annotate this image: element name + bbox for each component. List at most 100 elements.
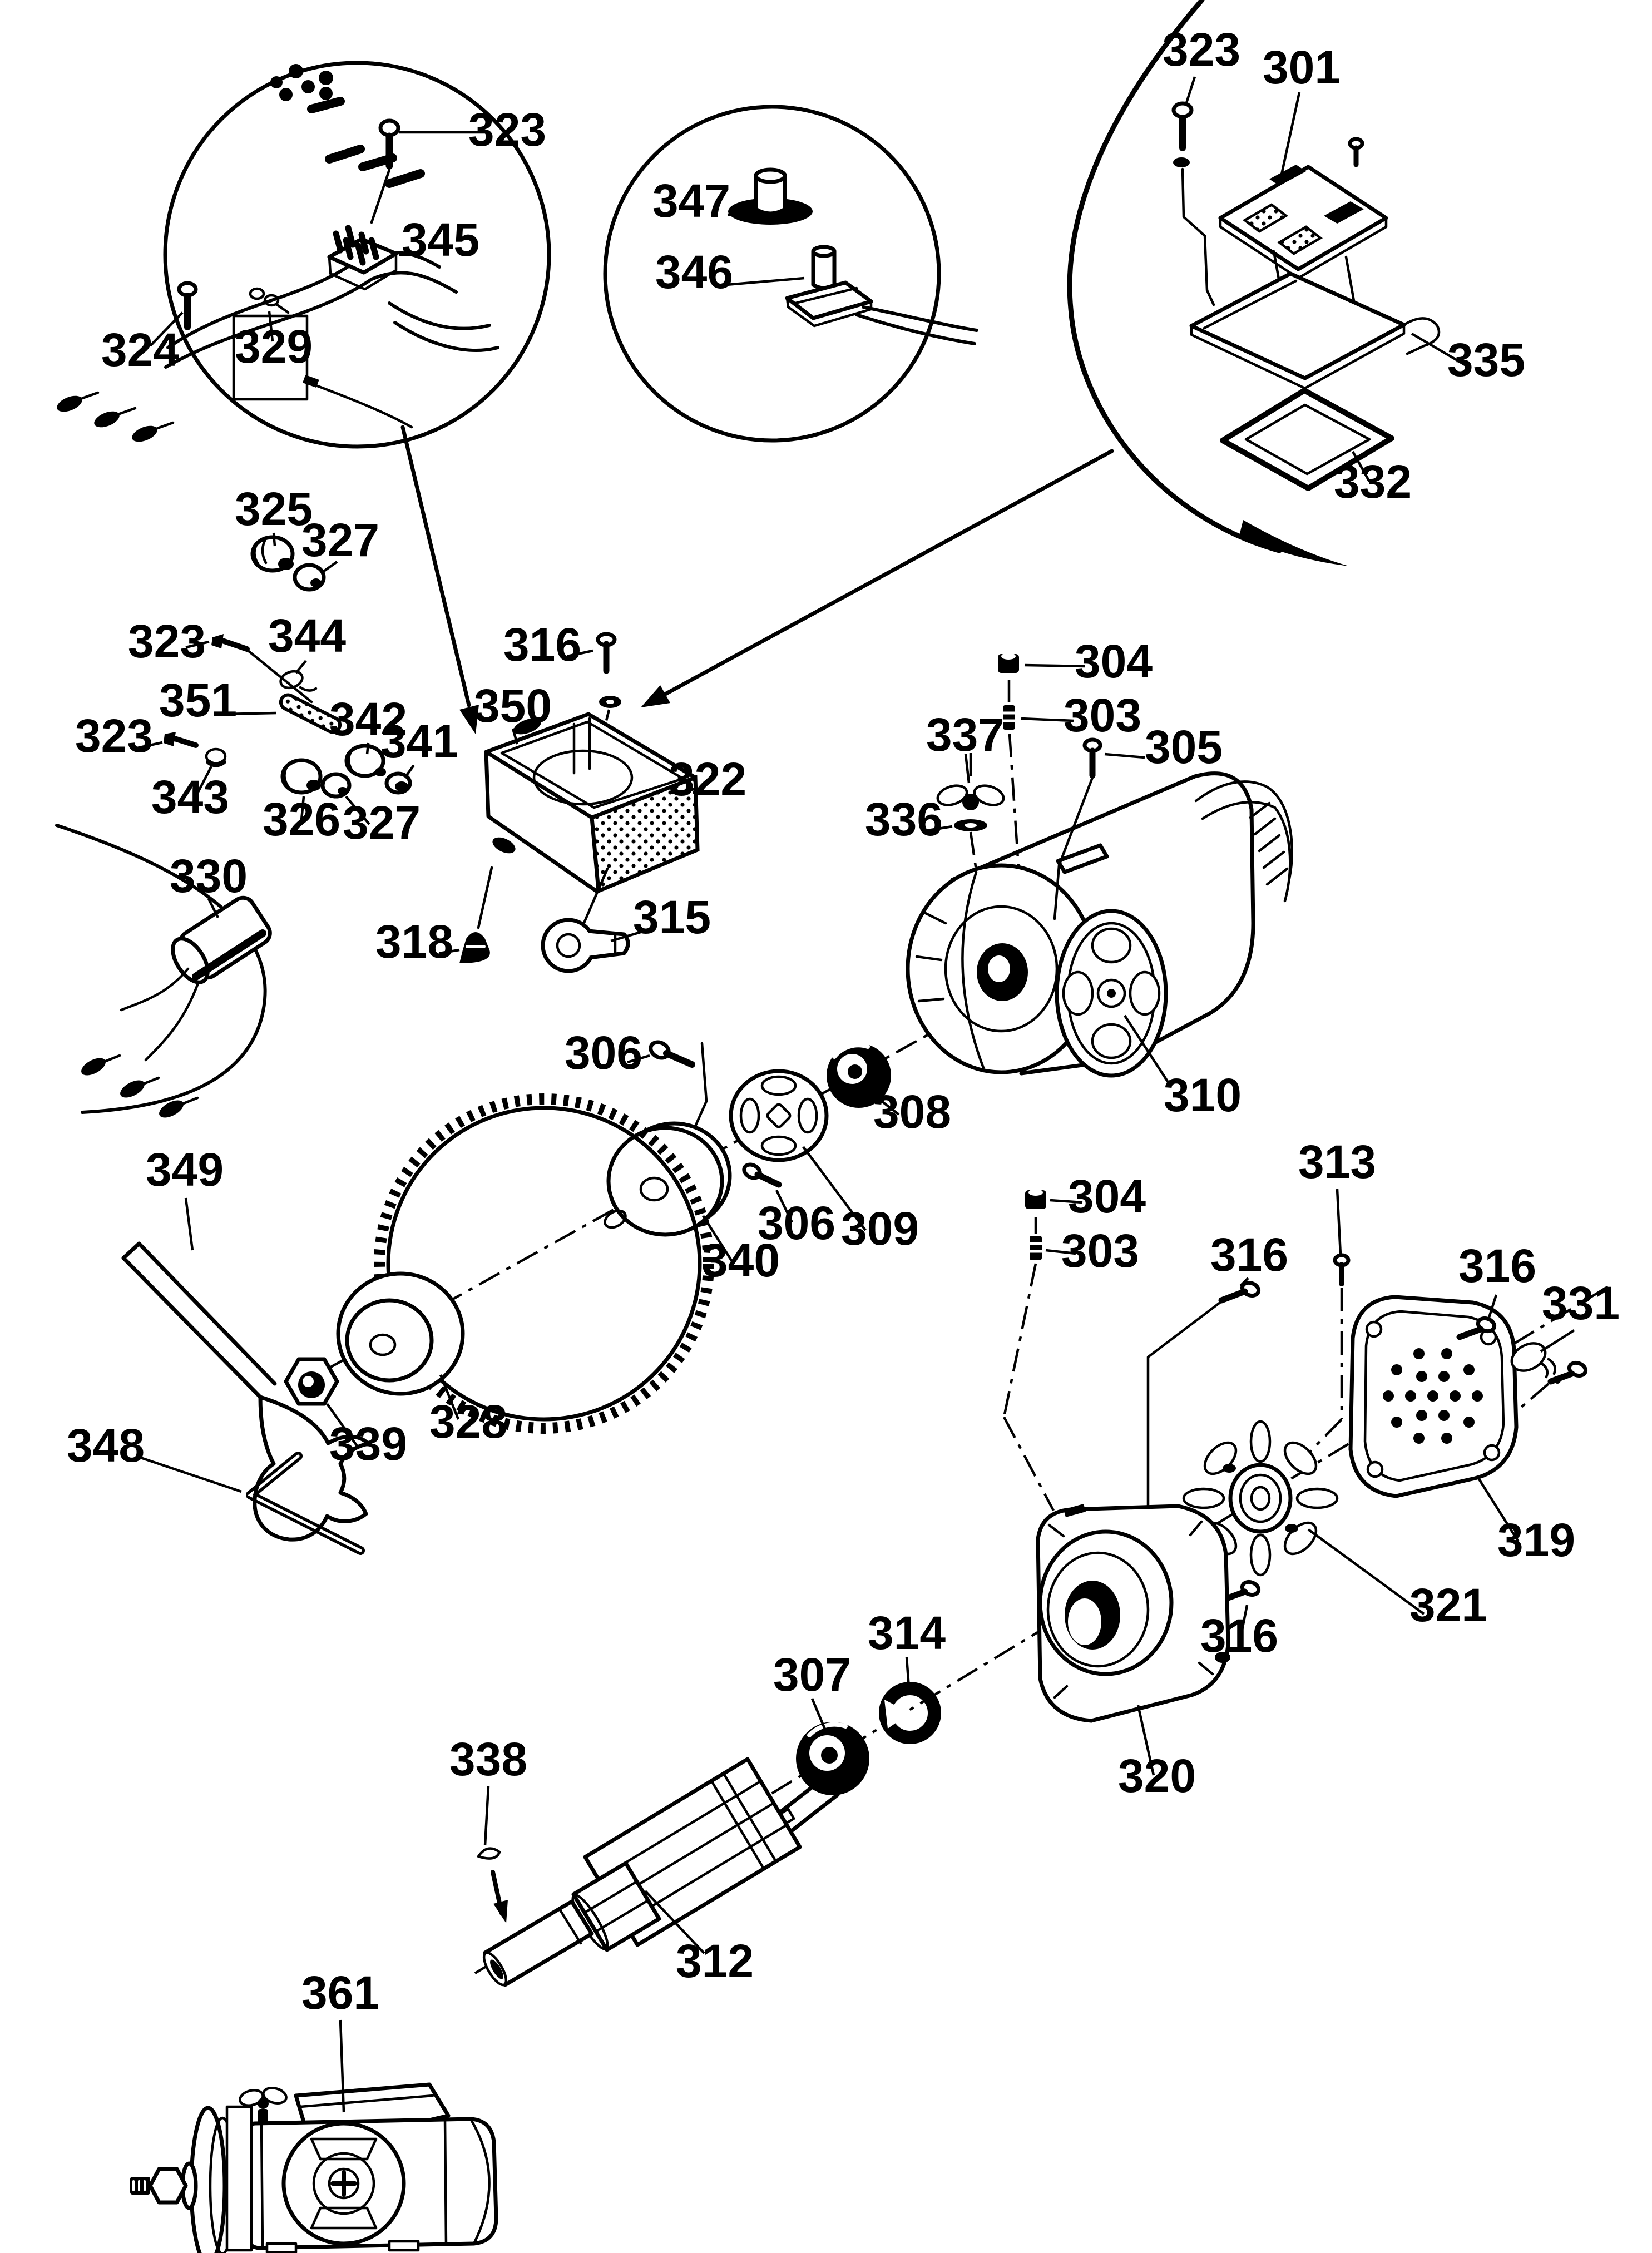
lamp-331 [1510, 1342, 1561, 1384]
arrowhead-right [641, 685, 670, 707]
callout-labels: 323 345 324 329 347 346 323 301 335 332 … [67, 23, 1620, 2019]
callout-345: 345 [402, 214, 479, 266]
wire-spade-terminals [57, 391, 175, 442]
screw-313 [1333, 1253, 1351, 1286]
callout-335: 335 [1447, 334, 1525, 386]
switch-346 [785, 245, 978, 345]
callout-316-b: 316 [1210, 1229, 1288, 1281]
callout-332: 332 [1334, 455, 1412, 508]
hex-key-348 [246, 1452, 365, 1555]
callout-336: 336 [865, 793, 943, 845]
screw-323-a [370, 118, 400, 224]
callout-349: 349 [146, 1143, 224, 1196]
bearing-307 [796, 1722, 869, 1795]
callout-340: 340 [702, 1234, 780, 1286]
callout-347: 347 [652, 175, 730, 227]
detail-circle-electronics [1067, 0, 1441, 566]
end-cap-319 [1348, 1295, 1519, 1498]
screw-323-c [211, 634, 313, 704]
callout-327-b: 327 [343, 796, 421, 849]
callout-323-a: 323 [468, 103, 546, 156]
callout-306-b: 306 [758, 1197, 835, 1249]
callout-338: 338 [449, 1733, 527, 1785]
callout-328: 328 [429, 1395, 507, 1448]
callout-329: 329 [235, 320, 313, 373]
bearing-308 [827, 1043, 891, 1108]
outer-flange-328 [336, 1271, 465, 1396]
leader-lines [134, 76, 1575, 2113]
callout-303-b: 303 [1061, 1225, 1139, 1277]
retaining-ring-314 [879, 1682, 941, 1744]
detail-circle-terminal-block [57, 61, 551, 449]
field-housing-group [1025, 1189, 1588, 1723]
brush-303-b [1028, 1236, 1043, 1260]
arrowhead-left [459, 705, 479, 734]
callout-308: 308 [873, 1086, 951, 1138]
brush-303-a [1001, 705, 1017, 730]
screw-323-b [1171, 101, 1215, 306]
screw-306-a [649, 1040, 708, 1133]
gasket-332 [1220, 388, 1394, 491]
screw-306-b [742, 1162, 782, 1188]
callout-348: 348 [67, 1419, 145, 1472]
wing-nut-337 [936, 753, 1005, 875]
motor-wires [1194, 780, 1293, 903]
detail-zoom-arrows [400, 425, 1114, 734]
washer-336 [954, 819, 987, 831]
callout-321: 321 [1409, 1579, 1487, 1631]
callout-351: 351 [159, 674, 237, 726]
nut-304-a [998, 653, 1019, 673]
screw-324 [177, 281, 198, 330]
callout-320: 320 [1118, 1750, 1196, 1802]
clamp-315 [541, 918, 630, 973]
callout-304-b: 304 [1068, 1170, 1146, 1222]
callout-343: 343 [151, 771, 229, 823]
blade-drive-group [121, 1040, 891, 1555]
callout-323-d: 323 [75, 710, 153, 762]
callout-330: 330 [170, 850, 248, 902]
callout-313: 313 [1298, 1136, 1376, 1188]
wrench-349 [121, 1241, 370, 1542]
callout-342: 342 [329, 693, 407, 745]
fastener-cluster [164, 535, 412, 799]
callout-309: 309 [841, 1202, 919, 1255]
callout-323-c: 323 [128, 615, 206, 667]
motor-assembly-361 [130, 2082, 498, 2253]
screw-316-b [1218, 1280, 1261, 1304]
screw-305 [1053, 737, 1102, 920]
cap-343 [205, 747, 227, 767]
wing-nut-on-361 [239, 2087, 288, 2125]
capacitor-group [55, 824, 272, 1118]
callout-350: 350 [474, 680, 552, 732]
terminal-block-345 [327, 225, 398, 291]
rear-fan-cover [1055, 909, 1168, 1078]
clip-344 [279, 670, 318, 692]
bushing-342 [344, 744, 386, 778]
callout-341: 341 [380, 715, 458, 767]
clip-329 [249, 287, 290, 314]
fan-washer-309 [729, 1069, 829, 1162]
foot-318 [459, 932, 490, 963]
callout-339: 339 [329, 1418, 407, 1470]
callout-316-d: 316 [1200, 1610, 1278, 1662]
callout-304-a: 304 [1075, 635, 1153, 687]
top-slot [1056, 843, 1109, 874]
screw-316-c [1456, 1316, 1497, 1340]
callout-337: 337 [926, 709, 1004, 761]
callout-316-a: 316 [503, 618, 581, 671]
callout-324: 324 [101, 324, 179, 376]
callout-303-a: 303 [1064, 689, 1141, 741]
nut-327-a [293, 563, 326, 592]
junction-box-322 [477, 712, 700, 929]
callout-305: 305 [1145, 721, 1223, 773]
capacitor-330 [120, 895, 272, 1062]
armature-312 [482, 1757, 840, 1987]
callout-315: 315 [633, 891, 711, 943]
callout-319: 319 [1497, 1514, 1575, 1566]
callout-318: 318 [375, 915, 453, 968]
junction-box-group [459, 632, 700, 973]
arbor-nut-339 [284, 1357, 339, 1406]
screw-316-a [596, 632, 621, 708]
